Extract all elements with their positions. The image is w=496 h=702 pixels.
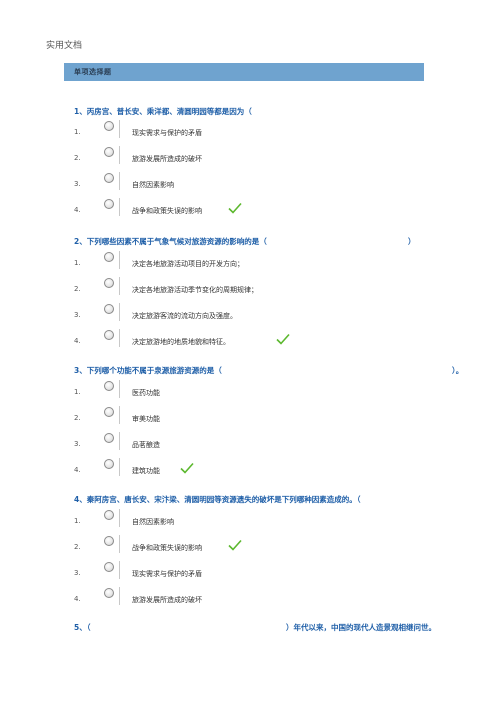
option-divider	[119, 380, 120, 398]
question-2-option-4[interactable]: 4. 决定旅游地的地质地貌和特征。	[74, 329, 374, 350]
question-2-option-1[interactable]: 1. 决定各地旅游活动项目的开发方向；	[74, 251, 374, 272]
radio-button-icon[interactable]	[104, 407, 114, 417]
option-number: 1.	[74, 388, 81, 396]
option-text: 审美功能	[132, 415, 160, 423]
question-4-title: 4、秦阿房宫、唐长安、宋汴梁、清圆明园等资源遗失的破坏是下列哪种因素造成的。（	[74, 495, 361, 504]
option-number: 4.	[74, 595, 81, 603]
question-3-option-1[interactable]: 1. 医药功能	[74, 380, 374, 401]
option-number: 4.	[74, 466, 81, 474]
option-text: 品茗酿造	[132, 441, 160, 449]
option-text: 现实需求与保护的矛盾	[132, 570, 202, 578]
option-divider	[119, 120, 120, 138]
question-4-option-2[interactable]: 2. 战争和政策失误的影响	[74, 535, 374, 556]
option-divider	[119, 406, 120, 424]
option-number: 1.	[74, 128, 81, 136]
radio-button-icon[interactable]	[104, 121, 114, 131]
question-4-option-1[interactable]: 1. 自然因素影响	[74, 509, 374, 530]
radio-button-icon[interactable]	[104, 147, 114, 157]
option-number: 3.	[74, 180, 81, 188]
radio-button-icon[interactable]	[104, 304, 114, 314]
question-4-option-3[interactable]: 3. 现实需求与保护的矛盾	[74, 561, 374, 582]
radio-button-icon[interactable]	[104, 199, 114, 209]
question-2-title-tail: ）	[408, 237, 416, 246]
question-1-title: 1、丙房宫、普长安、乘洋都、清圆明园等都是因为（	[74, 107, 252, 116]
question-1-option-1[interactable]: 1. 现实需求与保护的矛盾	[74, 120, 374, 141]
checkmark-icon	[228, 539, 242, 551]
radio-button-icon[interactable]	[104, 588, 114, 598]
question-1-option-3[interactable]: 3. 自然因素影响	[74, 172, 374, 193]
option-divider	[119, 329, 120, 347]
option-divider	[119, 509, 120, 527]
question-1-option-4[interactable]: 4. 战争和政策失误的影响	[74, 198, 374, 219]
question-5-title-tail: ）年代以来，中国的现代人造景观相继问世。	[286, 623, 436, 632]
question-3-option-2[interactable]: 2. 审美功能	[74, 406, 374, 427]
option-number: 4.	[74, 337, 81, 345]
checkmark-icon	[276, 333, 290, 345]
question-5-title: 5、（	[74, 623, 91, 632]
option-divider	[119, 198, 120, 216]
question-2-option-2[interactable]: 2. 决定各地旅游活动季节变化的周期规律；	[74, 277, 374, 298]
option-number: 3.	[74, 311, 81, 319]
radio-button-icon[interactable]	[104, 173, 114, 183]
option-text: 战争和政策失误的影响	[132, 207, 202, 215]
option-text: 旅游发展所造成的破坏	[132, 596, 202, 604]
option-text: 战争和政策失误的影响	[132, 544, 202, 552]
option-divider	[119, 561, 120, 579]
option-divider	[119, 146, 120, 164]
option-divider	[119, 535, 120, 553]
section-title: 单项选择题	[74, 68, 112, 76]
question-3-title: 3、下列哪个功能不属于泉源旅游资源的是（	[74, 366, 222, 375]
checkmark-icon	[180, 462, 194, 474]
option-text: 旅游发展所造成的破坏	[132, 155, 202, 163]
option-number: 1.	[74, 517, 81, 525]
option-number: 2.	[74, 543, 81, 551]
radio-button-icon[interactable]	[104, 536, 114, 546]
radio-button-icon[interactable]	[104, 459, 114, 469]
option-divider	[119, 303, 120, 321]
option-number: 2.	[74, 285, 81, 293]
option-divider	[119, 587, 120, 605]
radio-button-icon[interactable]	[104, 433, 114, 443]
option-text: 现实需求与保护的矛盾	[132, 129, 202, 137]
option-divider	[119, 277, 120, 295]
section-title-bar: 单项选择题	[64, 63, 424, 81]
option-text: 决定旅游地的地质地貌和特征。	[132, 338, 230, 346]
radio-button-icon[interactable]	[104, 252, 114, 262]
option-text: 医药功能	[132, 389, 160, 397]
checkmark-icon	[228, 202, 242, 214]
question-3-option-4[interactable]: 4. 建筑功能	[74, 458, 374, 479]
radio-button-icon[interactable]	[104, 330, 114, 340]
option-text: 建筑功能	[132, 467, 160, 475]
option-number: 4.	[74, 206, 81, 214]
page-header-label: 实用文档	[46, 41, 83, 51]
option-text: 决定各地旅游活动季节变化的周期规律；	[132, 286, 258, 294]
radio-button-icon[interactable]	[104, 510, 114, 520]
question-2-title: 2、下列哪些因素不属于气象气候对旅游资源的影响的是（	[74, 237, 267, 246]
question-3-option-3[interactable]: 3. 品茗酿造	[74, 432, 374, 453]
option-number: 3.	[74, 440, 81, 448]
option-divider	[119, 458, 120, 476]
question-1-option-2[interactable]: 2. 旅游发展所造成的破坏	[74, 146, 374, 167]
option-number: 2.	[74, 154, 81, 162]
option-text: 自然因素影响	[132, 181, 174, 189]
option-number: 2.	[74, 414, 81, 422]
question-2-option-3[interactable]: 3. 决定旅游客流的流动方向及强度。	[74, 303, 374, 324]
option-divider	[119, 251, 120, 269]
option-number: 3.	[74, 569, 81, 577]
option-text: 决定旅游客流的流动方向及强度。	[132, 312, 237, 320]
radio-button-icon[interactable]	[104, 381, 114, 391]
radio-button-icon[interactable]	[104, 278, 114, 288]
radio-button-icon[interactable]	[104, 562, 114, 572]
question-4-option-4[interactable]: 4. 旅游发展所造成的破坏	[74, 587, 374, 608]
option-text: 决定各地旅游活动项目的开发方向；	[132, 260, 244, 268]
option-text: 自然因素影响	[132, 518, 174, 526]
question-3-title-tail: ）。	[452, 366, 464, 375]
option-divider	[119, 432, 120, 450]
option-divider	[119, 172, 120, 190]
option-number: 1.	[74, 259, 81, 267]
